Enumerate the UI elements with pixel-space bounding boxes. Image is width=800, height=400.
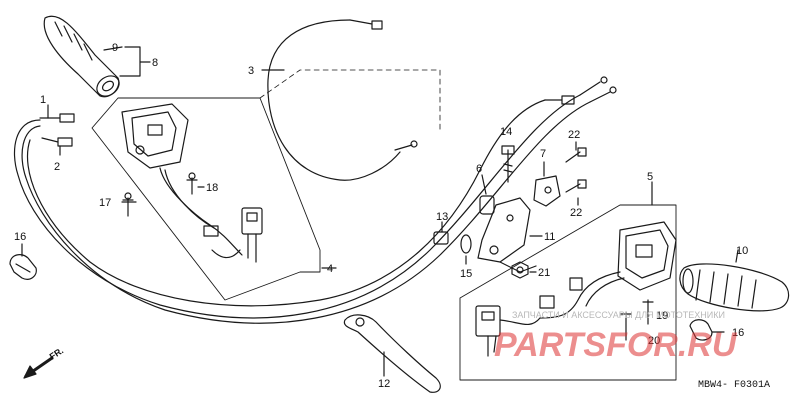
cable-end-2 bbox=[41, 137, 73, 147]
left-grip bbox=[43, 15, 120, 98]
nut-21 bbox=[511, 261, 529, 279]
screw-14 bbox=[501, 145, 515, 183]
callout-21: 21 bbox=[538, 267, 550, 279]
cable-end-1 bbox=[39, 113, 75, 123]
callout-9: 9 bbox=[112, 42, 118, 54]
callout-18: 18 bbox=[206, 182, 218, 194]
right-switch-housing bbox=[539, 221, 677, 319]
diagram-code: MBW4- F0301A bbox=[698, 380, 770, 391]
leader-8-bracket bbox=[119, 46, 151, 77]
dashed-guide-top bbox=[259, 69, 441, 131]
callout-4: 4 bbox=[327, 263, 333, 275]
screw-19 bbox=[642, 299, 654, 325]
callout-15: 15 bbox=[460, 268, 472, 280]
callout-12: 12 bbox=[378, 378, 390, 390]
screw-17 bbox=[122, 192, 134, 217]
right-grip bbox=[679, 263, 790, 312]
callout-8: 8 bbox=[152, 57, 158, 69]
part-6 bbox=[479, 195, 495, 215]
part-15 bbox=[460, 234, 472, 254]
switch-box-right bbox=[459, 204, 677, 381]
callout-2: 2 bbox=[54, 161, 60, 173]
front-arrow-icon bbox=[23, 356, 54, 379]
clutch-cable-upper bbox=[21, 101, 591, 324]
watermark-tagline: ЗАПЧАСТИ И АКСЕССУАРЫ ДЛЯ МОТОТЕХНИКИ bbox=[512, 310, 725, 320]
callout-11: 11 bbox=[544, 231, 555, 243]
callout-22-upper: 22 bbox=[568, 129, 580, 141]
clutch-lever bbox=[343, 314, 441, 393]
callout-16-right: 16 bbox=[732, 327, 744, 339]
watermark-brand: PARTSFOR.RU bbox=[494, 326, 738, 364]
holder-7 bbox=[533, 175, 561, 207]
right-connector bbox=[475, 277, 583, 357]
callout-16-left: 16 bbox=[14, 231, 26, 243]
callout-19: 19 bbox=[656, 310, 668, 322]
callout-3: 3 bbox=[248, 65, 254, 77]
part-13 bbox=[433, 231, 449, 245]
screw-22-lower bbox=[565, 179, 587, 193]
callout-13: 13 bbox=[436, 211, 448, 223]
screw-18 bbox=[186, 172, 198, 195]
watermark: ЗАПЧАСТИ И АКСЕССУАРЫ ДЛЯ МОТОТЕХНИКИ PA… bbox=[494, 310, 738, 364]
cable-right bbox=[26, 99, 546, 307]
screw-22-upper bbox=[565, 147, 587, 163]
left-connector bbox=[203, 207, 263, 263]
callout-10: 10 bbox=[736, 245, 748, 257]
callout-22-lower: 22 bbox=[570, 207, 582, 219]
throttle-cable bbox=[267, 19, 401, 181]
callout-17: 17 bbox=[99, 197, 111, 209]
callout-7: 7 bbox=[540, 148, 546, 160]
callout-6: 6 bbox=[476, 163, 482, 175]
callout-5: 5 bbox=[647, 171, 653, 183]
left-switch-housing bbox=[121, 103, 243, 256]
callout-14: 14 bbox=[500, 126, 512, 138]
cable-clamp-left bbox=[9, 254, 37, 280]
screw-20 bbox=[620, 311, 632, 341]
callout-1: 1 bbox=[40, 94, 46, 106]
switch-box-left bbox=[91, 97, 321, 301]
callouts: 1 2 3 4 5 6 7 8 9 10 11 12 13 14 15 16 1… bbox=[14, 42, 748, 390]
callout-20: 20 bbox=[648, 335, 660, 347]
lever-bracket bbox=[477, 197, 537, 273]
leader-9 bbox=[103, 46, 123, 51]
